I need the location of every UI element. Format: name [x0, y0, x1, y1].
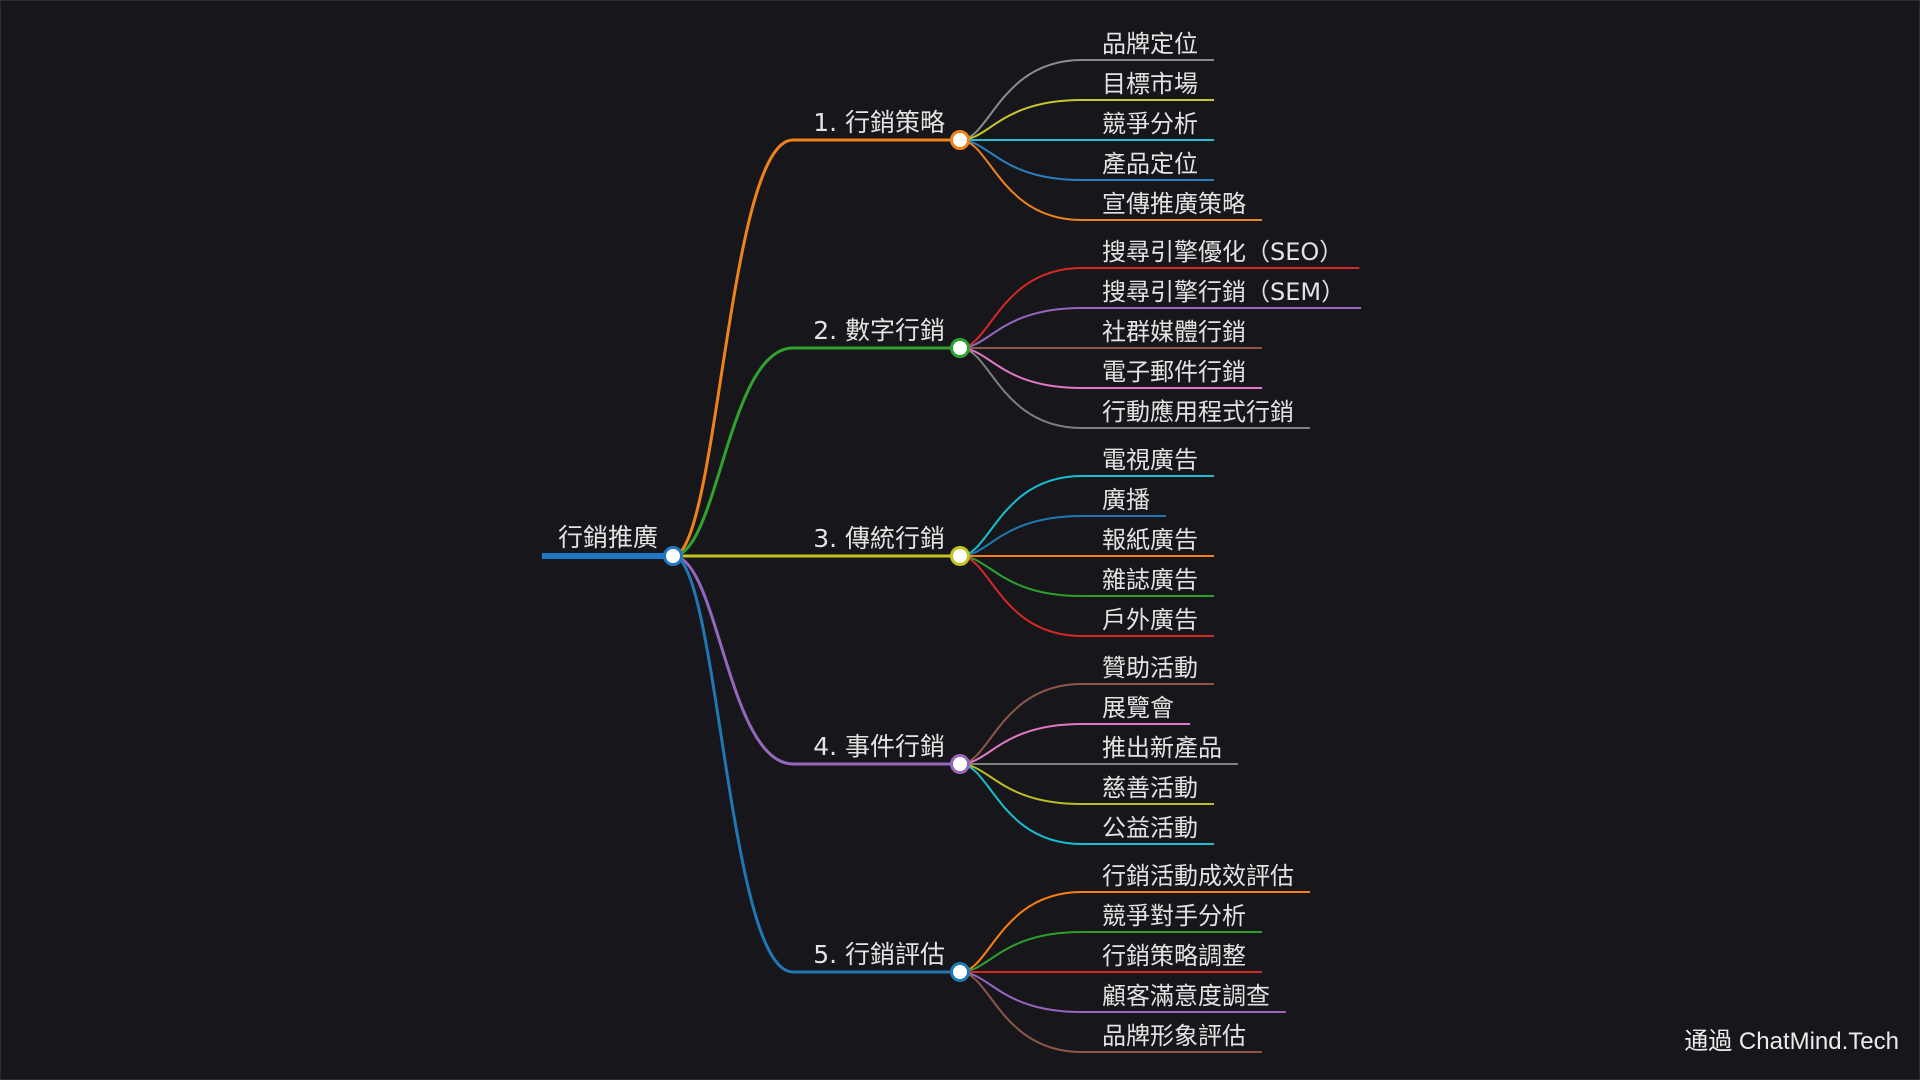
watermark-text: 通過 ChatMind.Tech [1684, 1028, 1899, 1055]
branch-label-5: 5. 行銷評估 [813, 940, 945, 969]
leaf-label-3-3: 報紙廣告 [1102, 526, 1198, 554]
leaf-label-1-5: 宣傳推廣策略 [1102, 190, 1246, 218]
branch-connector-1 [672, 138, 960, 558]
branch-node-2[interactable] [950, 338, 970, 358]
leaf-connector-4-1 [959, 683, 1214, 765]
branch-node-1[interactable] [950, 130, 970, 150]
connector-layer [542, 59, 1362, 1053]
leaf-connector-2-5 [959, 347, 1310, 429]
leaf-label-2-2: 搜尋引擎行銷（SEM） [1102, 278, 1345, 306]
leaf-label-1-3: 競爭分析 [1102, 110, 1198, 138]
leaf-connector-5-5 [959, 971, 1262, 1053]
branch-connector-5 [672, 554, 960, 974]
leaf-label-4-2: 展覽會 [1102, 694, 1174, 722]
leaf-connector-3-2 [959, 515, 1166, 557]
branch-connector-4 [672, 554, 960, 766]
leaf-connector-1-4 [959, 139, 1214, 181]
leaf-label-3-5: 戶外廣告 [1102, 606, 1198, 634]
leaf-connector-5-1 [959, 891, 1310, 973]
leaf-connector-1-1 [959, 59, 1214, 141]
leaf-connector-4-4 [959, 763, 1214, 805]
leaf-label-4-4: 慈善活動 [1102, 774, 1198, 802]
leaf-label-2-5: 行動應用程式行銷 [1102, 398, 1294, 426]
leaf-connector-2-4 [959, 347, 1262, 389]
leaf-label-4-5: 公益活動 [1102, 814, 1198, 842]
branch-connector-2 [672, 346, 960, 558]
branch-label-2: 2. 數字行銷 [813, 316, 945, 345]
node-layer [663, 130, 970, 982]
branch-node-5[interactable] [950, 962, 970, 982]
branch-label-1: 1. 行銷策略 [813, 108, 945, 137]
leaf-label-3-4: 雜誌廣告 [1102, 566, 1198, 594]
leaf-label-5-5: 品牌形象評估 [1102, 1022, 1246, 1050]
branch-node-3[interactable] [950, 546, 970, 566]
branch-node-4[interactable] [950, 754, 970, 774]
leaf-connector-5-2 [959, 931, 1262, 973]
leaf-connector-3-5 [959, 555, 1214, 637]
leaf-label-4-1: 贊助活動 [1102, 654, 1198, 682]
leaf-connector-4-5 [959, 763, 1214, 845]
leaf-label-4-3: 推出新產品 [1102, 734, 1222, 762]
root-topic-label: 行銷推廣 [558, 523, 658, 552]
leaf-label-5-3: 行銷策略調整 [1102, 942, 1246, 970]
leaf-connector-4-2 [959, 723, 1190, 765]
leaf-label-3-2: 廣播 [1102, 486, 1150, 514]
leaf-connector-3-4 [959, 555, 1214, 597]
leaf-label-1-2: 目標市場 [1102, 70, 1198, 98]
leaf-label-1-1: 品牌定位 [1102, 30, 1198, 58]
leaf-label-2-3: 社群媒體行銷 [1102, 318, 1246, 346]
leaf-connector-1-2 [959, 99, 1214, 141]
leaf-label-1-4: 產品定位 [1102, 150, 1198, 178]
leaf-connector-1-5 [959, 139, 1262, 221]
branch-label-3: 3. 傳統行銷 [813, 524, 945, 553]
leaf-label-5-4: 顧客滿意度調查 [1102, 982, 1270, 1010]
leaf-label-5-2: 競爭對手分析 [1102, 902, 1246, 930]
leaf-label-2-4: 電子郵件行銷 [1102, 358, 1246, 386]
leaf-connector-2-1 [959, 267, 1360, 349]
leaf-label-5-1: 行銷活動成效評估 [1102, 862, 1294, 890]
leaf-connector-2-2 [959, 307, 1362, 349]
root-node[interactable] [663, 546, 683, 566]
leaf-label-2-1: 搜尋引擎優化（SEO） [1102, 238, 1343, 266]
leaf-label-3-1: 電視廣告 [1102, 446, 1198, 474]
branch-label-4: 4. 事件行銷 [813, 732, 945, 761]
leaf-connector-5-4 [959, 971, 1286, 1013]
leaf-connector-3-1 [959, 475, 1214, 557]
